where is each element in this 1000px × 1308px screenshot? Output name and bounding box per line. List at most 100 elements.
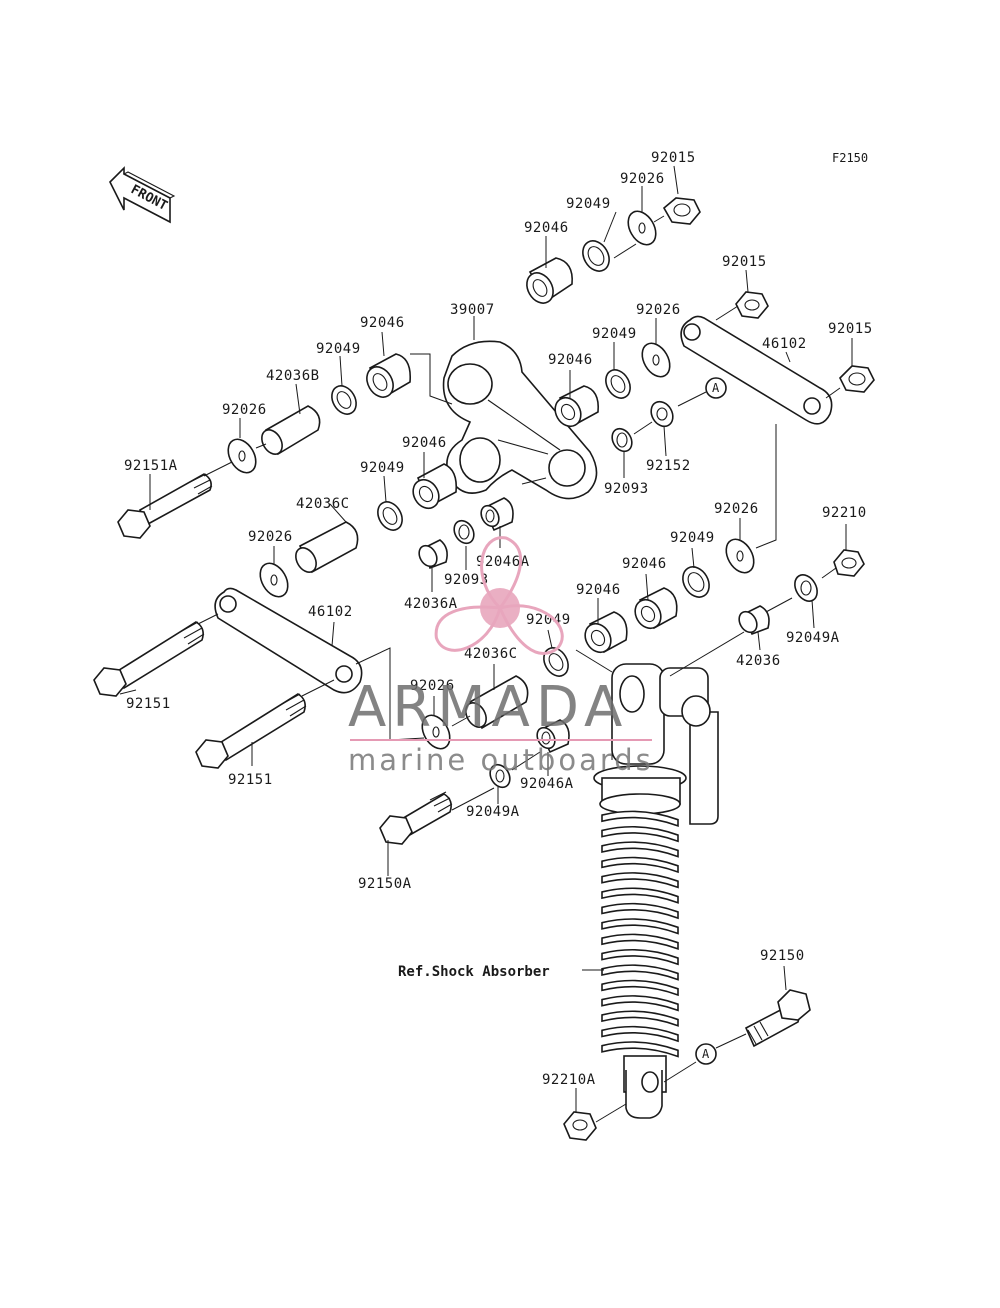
- bolt-92150: [744, 989, 811, 1048]
- seal-92049-mid: [605, 369, 631, 399]
- label-46102-right: 46102: [762, 336, 807, 352]
- bearing-92046-r2: [634, 587, 678, 630]
- label-92026-left: 92026: [222, 402, 267, 418]
- label-92049A-right: 92049A: [786, 630, 840, 646]
- seal-92093-c: [453, 519, 475, 545]
- label-92049A-lower: 92049A: [466, 804, 520, 820]
- watermark-tagline: marine outboards: [348, 743, 654, 777]
- nut-92015-mid: [735, 291, 769, 319]
- label-92026-top: 92026: [620, 171, 665, 187]
- label-92151-upper: 92151: [126, 696, 171, 712]
- spring-coil: [601, 979, 679, 997]
- label-92026-lower: 92026: [410, 678, 455, 694]
- seal-92049-left: [331, 385, 357, 415]
- bearing-92046-c: [412, 463, 458, 510]
- spring-coil: [601, 841, 679, 858]
- label-42036C-upper: 42036C: [296, 496, 350, 512]
- label-46102-left: 46102: [308, 604, 353, 620]
- washer-92026-c: [259, 562, 289, 598]
- label-92151-lower: 92151: [228, 772, 273, 788]
- washer-92152: [650, 400, 674, 428]
- label-42036C-lower: 42036C: [464, 646, 518, 662]
- coil-spring: [601, 810, 679, 1058]
- bearing-92046-top: [526, 257, 573, 304]
- marker-a-lower: A: [695, 1043, 717, 1065]
- spring-coil: [601, 902, 679, 920]
- spring-coil: [601, 995, 679, 1012]
- spring-coil: [601, 872, 679, 889]
- seal-92049-r2: [682, 566, 710, 598]
- bolt-92151A: [117, 473, 213, 539]
- marker-a-lower-label: A: [702, 1047, 710, 1061]
- front-direction-arrow: FRONT: [109, 166, 176, 224]
- washer-92026-top: [627, 210, 657, 246]
- spring-coil: [601, 918, 679, 935]
- label-92046-r3: 92046: [576, 582, 621, 598]
- label-92151A: 92151A: [124, 458, 178, 474]
- armada-watermark: ARMADA marine outboards: [348, 536, 654, 777]
- label-92150: 92150: [760, 948, 805, 964]
- nut-92210: [833, 549, 865, 577]
- tie-rod-46102-right: [680, 315, 833, 425]
- collar-42036C-upper: [295, 521, 359, 574]
- spring-coil: [601, 933, 679, 950]
- label-92210: 92210: [822, 505, 867, 521]
- nut-92015-right: [839, 365, 875, 393]
- spring-coil: [601, 949, 679, 966]
- propeller-blade: [497, 604, 564, 655]
- marker-a-upper-label: A: [712, 381, 720, 395]
- label-92046-c: 92046: [402, 435, 447, 451]
- label-92049-r2: 92049: [670, 530, 715, 546]
- bearing-92046-r3: [584, 611, 628, 654]
- spring-coil: [601, 887, 679, 904]
- spring-coil: [601, 810, 679, 827]
- label-92210A: 92210A: [542, 1072, 596, 1088]
- bearing-92046-left: [366, 353, 412, 398]
- collar-42036A: [418, 539, 448, 570]
- bolt-92151-upper: [93, 621, 205, 697]
- nut-92210A: [563, 1111, 597, 1141]
- label-92046A-upper: 92046A: [476, 554, 530, 570]
- seal-92093-right: [611, 427, 633, 453]
- bolt-92150A: [379, 791, 453, 845]
- label-92026-c: 92026: [248, 529, 293, 545]
- seal-92049-top: [582, 240, 610, 272]
- label-92046-left: 92046: [360, 315, 405, 331]
- label-92026-r2: 92026: [714, 501, 759, 517]
- bolt-92151-lower: [195, 693, 307, 769]
- label-42036B: 42036B: [266, 368, 320, 384]
- propeller-logo: [434, 536, 564, 655]
- nut-92015-top: [662, 197, 701, 225]
- tie-rod-46102-left: [214, 587, 363, 694]
- propeller-blade: [434, 605, 502, 652]
- bearing-92046A-lower: [536, 719, 570, 754]
- collar-42036B: [261, 405, 321, 456]
- label-92093-right: 92093: [604, 481, 649, 497]
- spring-coil: [601, 1025, 679, 1043]
- seal-92049A-right: [794, 574, 818, 602]
- label-92046A-lower: 92046A: [520, 776, 574, 792]
- label-42036: 42036: [736, 653, 781, 669]
- washer-92026-r2: [725, 538, 755, 574]
- label-92015-right: 92015: [828, 321, 873, 337]
- seal-92049A-lower: [489, 763, 511, 789]
- seal-92049-c2: [543, 647, 569, 677]
- watermark-brand: ARMADA: [348, 675, 628, 740]
- label-92026-mid: 92026: [636, 302, 681, 318]
- spring-coil: [601, 856, 679, 874]
- label-92049-left: 92049: [316, 341, 361, 357]
- part-labels: 92015 92026 92049 92046 92015 92015 4610…: [124, 150, 873, 1088]
- label-92046-r2: 92046: [622, 556, 667, 572]
- propeller-blade: [480, 536, 523, 611]
- label-92152: 92152: [646, 458, 691, 474]
- washer-92026-mid: [641, 342, 671, 378]
- propeller-hub: [480, 588, 520, 628]
- label-92049-c: 92049: [360, 460, 405, 476]
- label-92093-c: 92093: [444, 572, 489, 588]
- label-92049-mid: 92049: [592, 326, 637, 342]
- collar-42036C-lower: [465, 675, 529, 730]
- label-42036A: 42036A: [404, 596, 458, 612]
- rocker-arm-39007: [442, 340, 598, 500]
- washer-92026-left: [227, 438, 257, 474]
